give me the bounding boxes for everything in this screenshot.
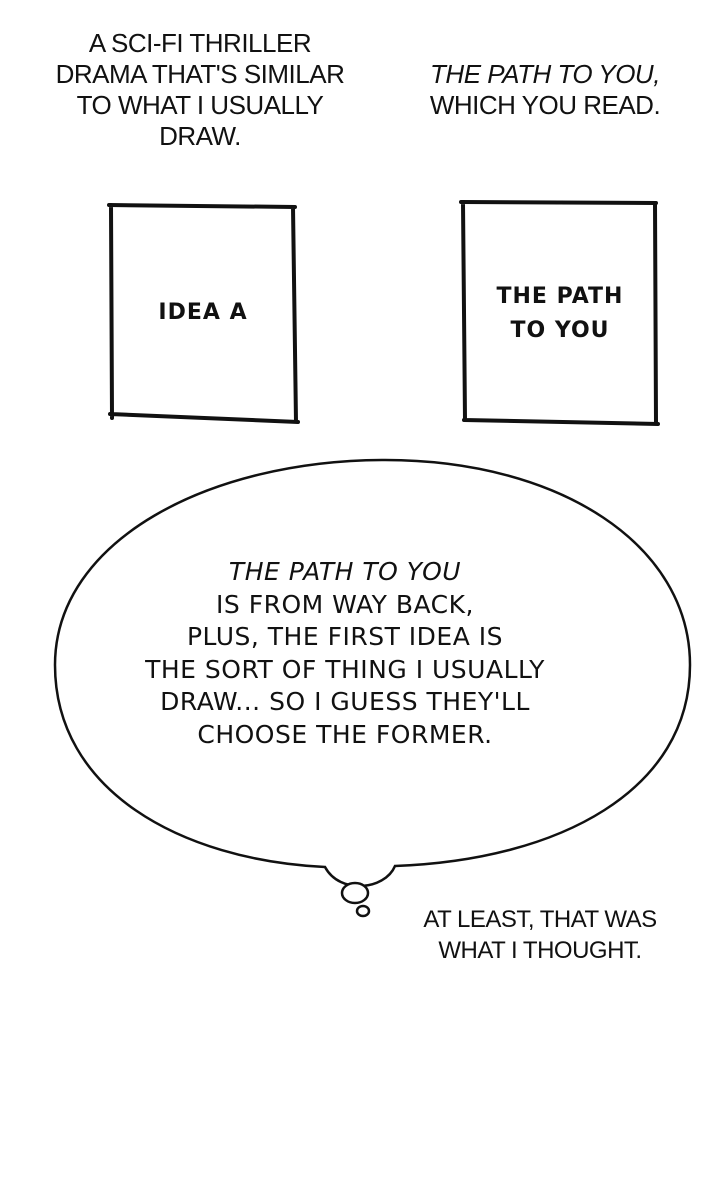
caption-line: A SCI-FI THRILLER [88, 28, 312, 58]
bubble-line: CHOOSE THE FORMER. [197, 719, 493, 749]
bubble-title: THE PATH TO YOU [228, 557, 462, 586]
thought-dot-small [355, 904, 371, 918]
box-label-idea-a: IDEA A [158, 300, 248, 325]
bubble-line: THE SORT OF THING I USUALLY [145, 654, 545, 684]
thought-bubble-text: THE PATH TO YOU IS FROM WAY BACK, PLUS, … [70, 556, 620, 751]
caption-right: THE PATH TO YOU, WHICH YOU READ. [400, 59, 690, 121]
caption-line: AT LEAST, THAT WAS [423, 906, 657, 933]
caption-line: TO WHAT I USUALLY [76, 90, 324, 120]
caption-title: THE PATH TO YOU, [430, 59, 660, 89]
bubble-line: PLUS, THE FIRST IDEA IS [186, 622, 504, 651]
caption-line: DRAW. [159, 121, 241, 151]
caption-bottom: AT LEAST, THAT WAS WHAT I THOUGHT. [400, 904, 680, 966]
caption-left: A SCI-FI THRILLER DRAMA THAT'S SIMILAR T… [40, 28, 360, 152]
caption-line: WHAT I THOUGHT. [438, 937, 642, 964]
box-label-line: THE PATH [496, 284, 624, 309]
box-label-path-to-you: THE PATH TO YOU [464, 280, 656, 348]
bubble-line: DRAW... SO I GUESS THEY'LL [160, 687, 530, 716]
thought-bubble [53, 458, 692, 888]
caption-line: WHICH YOU READ. [429, 90, 661, 120]
box-label-line: TO YOU [510, 318, 610, 343]
bubble-line: IS FROM WAY BACK, [216, 589, 474, 619]
book-box-path-to-you [459, 200, 660, 426]
thought-dot-large [340, 881, 370, 905]
book-box-idea-a [107, 203, 300, 424]
caption-line: DRAMA THAT'S SIMILAR [55, 59, 345, 89]
